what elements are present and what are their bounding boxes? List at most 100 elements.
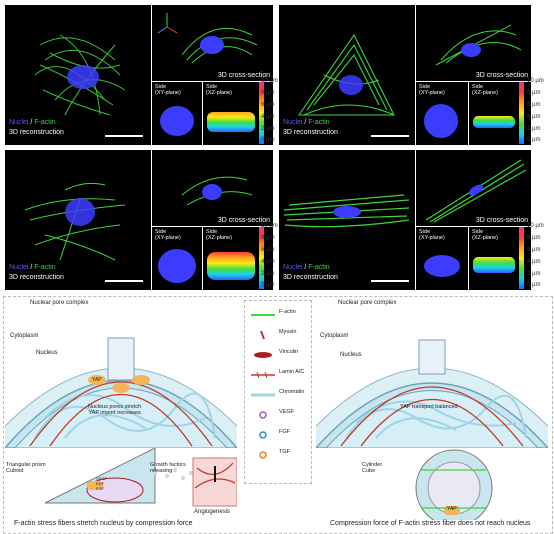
factin-image-b [297,33,395,116]
left-yap-label: YAP [92,377,102,383]
recon-label: 3D reconstruction [9,274,64,281]
side-xy-label: Side (XY-plane) [155,229,181,241]
scale-bar [105,280,143,282]
factin-image-d [283,194,410,228]
right-shapes-label: Cylinder Cube [362,462,383,474]
factin-image-a [34,34,126,116]
right-cytoplasm-label: Cytoplasm [320,333,349,339]
cb-tick: 2 µm [261,271,275,277]
cross-section-image-a [157,13,258,64]
nuclei-label: Nuclei [283,119,303,126]
left-cytoplasm-label: Cytoplasm [10,333,39,339]
label-separator: / [28,264,35,271]
side-xz-label: Side (XZ-plane) [206,229,232,241]
factin-image-c [24,182,126,261]
angio-label: Angiogenesis [194,509,231,515]
legend-factin: F-actin [251,305,296,319]
legend-label: Vinculin [279,349,299,355]
cb-tick: 6 µm [527,102,541,108]
legend-label: VEGF [279,409,294,415]
micro-panel-b: Nuclei / F-actin 3D reconstruction 3D cr… [279,5,531,145]
cb-tick: 4 µm [261,259,275,265]
legend-tgf: TGF [251,445,290,459]
scale-bar [105,135,143,137]
micro-panel-d: Nuclei / F-actin 3D reconstruction 3D cr… [279,150,531,290]
side-xz-label: Side (XZ-plane) [472,84,498,96]
cb-tick: 10 µm [527,78,544,84]
side-xz-bar-c [207,252,255,280]
side-xz-d: Side (XZ-plane) [468,227,519,290]
cb-tick: 2 µm [527,271,541,277]
cb-tick: 10 µm [261,78,278,84]
scale-bar [371,280,409,282]
cross-section-b: 3D cross-section [415,5,531,82]
recon-label: 3D reconstruction [9,129,64,136]
cross-section-image-c [181,176,253,206]
factors-label: VEGF EGF FGF [96,476,107,491]
label-separator: / [302,119,309,126]
side-xz-label: Side (XZ-plane) [206,84,232,96]
side-xz-bar-d [473,257,515,273]
legend-chromatin: Chromatin [251,385,304,399]
side-xz-a: Side (XZ-plane) [202,82,259,145]
side-xy-nucleus-d [424,255,460,277]
nuclei-label: Nuclei [9,119,29,126]
side-xz-b: Side (XZ-plane) [468,82,519,145]
cb-tick: 6 µm [527,247,541,253]
right-npc-label: Nuclear pore complex [338,300,397,306]
factin-label: F-actin [34,264,56,271]
right-schematic [316,339,548,520]
legend-label: Lamin A/C [279,369,305,375]
cb-tick: 2 µm [527,126,541,132]
legend-box: F-actin Myosin Vinculin Lamin A/C Chroma… [244,300,312,484]
tgf-dot-icon [251,447,275,459]
cb-tick: 10 µm [527,223,544,229]
cross-section-image-b [435,24,522,66]
micro-panel-c: Nuclei / F-actin 3D reconstruction 3D cr… [5,150,273,290]
legend-vegf: VEGF [251,405,294,419]
cross-section-image-d [425,159,527,223]
cross-label: 3D cross-section [475,217,528,224]
left-nucleus-label: Nucleus [36,350,58,356]
side-xz-label: Side (XZ-plane) [472,229,498,241]
factin-label: F-actin [308,264,330,271]
cb-tick: 10 µm [261,223,278,229]
right-nucleus-label: Nucleus [340,352,362,358]
left-pores-note: Nucleus pores stretch YAP import increas… [88,404,142,416]
cb-tick: 0 µm [527,282,541,288]
side-xy-b: Side (XY-plane) [415,82,468,145]
legend-label: Chromatin [279,389,305,395]
chromatin-line-icon [251,387,275,397]
legend-myosin: Myosin [251,325,297,340]
left-shapes-label: Triangular prism Cuboid [6,462,46,474]
cb-tick: 6 µm [261,247,275,253]
side-xy-nucleus-a [160,106,194,136]
main-image-b [279,5,414,145]
cb-tick: 6 µm [261,102,275,108]
lamin-line-icon [251,367,275,379]
cb-tick: 0 µm [261,282,275,288]
vinculin-oval-icon [251,347,275,358]
right-yap-note: YAP transport balanced [400,404,458,410]
cb-tick: 4 µm [261,114,275,120]
colorbar [259,82,264,144]
side-xy-c: Side (XY-plane) [151,227,202,290]
cross-label: 3D cross-section [217,217,270,224]
left-npc-label: Nuclear pore complex [30,300,89,306]
side-xy-label: Side (XY-plane) [419,229,445,241]
legend-vinculin: Vinculin [251,345,298,359]
side-xy-nucleus-b [424,104,458,138]
growth-label: Growth factors releasing [150,462,186,474]
side-xz-bar-a [207,112,255,132]
factin-line-icon [251,307,275,317]
recon-label: 3D reconstruction [283,129,338,136]
cb-tick: 0 µm [527,137,541,143]
legend-label: Myosin [279,329,297,335]
cb-tick: 8 µm [261,235,275,241]
cb-tick: 4 µm [527,114,541,120]
main-image-d [279,150,414,290]
side-xy-nucleus-c [158,249,196,283]
legend-label: TGF [279,449,290,455]
scale-bar [371,135,409,137]
factin-label: F-actin [34,119,56,126]
